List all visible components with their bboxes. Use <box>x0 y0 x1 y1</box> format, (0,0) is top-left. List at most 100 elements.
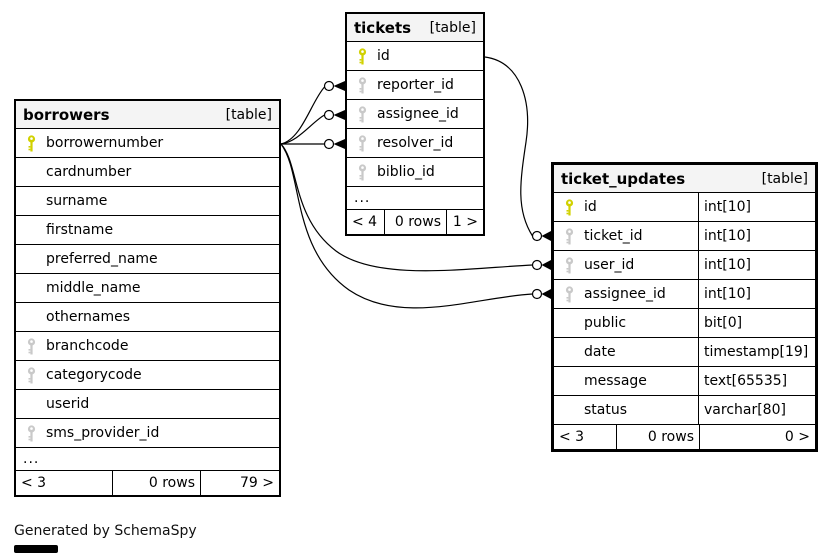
column-name: resolver_id <box>377 135 454 151</box>
row-tickets-biblio-id: biblio_id <box>347 158 483 187</box>
row-borrowers-sms-provider-id: sms_provider_id <box>16 419 279 448</box>
row-borrowers-borrowernumber: borrowernumber <box>16 129 279 158</box>
row-borrowers-categorycode: categorycode <box>16 361 279 390</box>
row-tickets-reporter-id: reporter_id <box>347 71 483 100</box>
table-footer: < 3 0 rows 79 > <box>16 471 279 495</box>
column-name: ticket_id <box>584 228 643 244</box>
table-borrowers: borrowers [table] borrowernumber cardnum… <box>14 99 281 497</box>
column-name: cardnumber <box>46 164 132 180</box>
table-name: borrowers <box>23 105 110 124</box>
row-ticket-updates-assignee-id: assignee_id int[10] <box>554 280 815 309</box>
more-columns-ellipsis: ... <box>16 448 279 471</box>
row-borrowers-branchcode: branchcode <box>16 332 279 361</box>
column-type: timestamp[19] <box>698 338 815 366</box>
foreign-key-icon <box>554 227 584 245</box>
row-borrowers-userid: userid <box>16 390 279 419</box>
column-name: preferred_name <box>46 251 158 267</box>
table-tickets: tickets [table] id reporter_id assignee_… <box>345 12 485 236</box>
primary-key-icon <box>16 134 46 152</box>
footer-related-count: < 3 <box>554 425 617 449</box>
table-badge: [table] <box>225 106 272 123</box>
cardinality-circle-icon <box>323 80 335 92</box>
column-type: varchar[80] <box>698 396 815 424</box>
cardinality-circle-icon <box>323 109 335 121</box>
column-name: userid <box>46 396 90 412</box>
arrowhead-icon <box>541 289 551 299</box>
arrowhead-icon <box>333 110 345 120</box>
column-name: assignee_id <box>584 286 666 302</box>
table-badge: [table] <box>761 170 808 187</box>
column-name: firstname <box>46 222 114 238</box>
row-borrowers-cardnumber: cardnumber <box>16 158 279 187</box>
column-name: id <box>584 199 597 215</box>
footer-row-count: 0 rows <box>113 471 201 495</box>
foreign-key-icon <box>347 76 377 94</box>
column-name: date <box>584 344 616 360</box>
row-ticket-updates-public: public bit[0] <box>554 309 815 338</box>
column-name: borrowernumber <box>46 135 164 151</box>
table-header-tickets[interactable]: tickets [table] <box>347 14 483 42</box>
row-ticket-updates-date: date timestamp[19] <box>554 338 815 367</box>
row-borrowers-surname: surname <box>16 187 279 216</box>
column-name: assignee_id <box>377 106 459 122</box>
relation-borrowernumber-to-assignee-id-tickets <box>280 109 345 145</box>
cardinality-circle-icon <box>531 259 543 271</box>
relation-line <box>484 56 534 237</box>
row-borrowers-firstname: firstname <box>16 216 279 245</box>
column-name: surname <box>46 193 108 209</box>
row-borrowers-middle-name: middle_name <box>16 274 279 303</box>
footer-children-count: 0 > <box>784 429 810 445</box>
column-name: public <box>584 315 627 331</box>
row-ticket-updates-status: status varchar[80] <box>554 396 815 425</box>
relation-tickets-id-to-ticket-id <box>484 56 551 242</box>
column-name: middle_name <box>46 280 141 296</box>
primary-key-icon <box>554 198 584 216</box>
row-borrowers-preferred-name: preferred_name <box>16 245 279 274</box>
footer-related-count: < 4 <box>347 210 385 234</box>
row-tickets-id: id <box>347 42 483 71</box>
foreign-key-icon <box>16 424 46 442</box>
column-type: int[10] <box>698 222 815 250</box>
foreign-key-icon <box>16 337 46 355</box>
column-name: id <box>377 48 390 64</box>
footer-row-count: 0 rows <box>385 210 447 234</box>
row-ticket-updates-ticket-id: ticket_id int[10] <box>554 222 815 251</box>
column-name: categorycode <box>46 367 142 383</box>
column-type: int[10] <box>698 193 815 221</box>
table-header-ticket-updates[interactable]: ticket_updates [table] <box>554 165 815 193</box>
primary-key-icon <box>347 47 377 65</box>
foreign-key-icon <box>554 285 584 303</box>
table-header-borrowers[interactable]: borrowers [table] <box>16 101 279 129</box>
arrowhead-icon <box>541 260 551 270</box>
column-type: text[65535] <box>698 367 815 395</box>
arrowhead-icon <box>333 81 345 91</box>
relation-borrowernumber-to-reporter-id <box>280 80 345 145</box>
column-name: user_id <box>584 257 635 273</box>
footer-children-count: 79 > <box>240 475 274 491</box>
column-name: branchcode <box>46 338 129 354</box>
bottom-left-black-bar <box>14 545 58 553</box>
row-ticket-updates-message: message text[65535] <box>554 367 815 396</box>
column-name: othernames <box>46 309 131 325</box>
row-tickets-resolver-id: resolver_id <box>347 129 483 158</box>
footer-related-count: < 3 <box>16 471 113 495</box>
footer-row-count: 0 rows <box>617 425 700 449</box>
foreign-key-icon <box>16 366 46 384</box>
table-badge: [table] <box>429 19 476 36</box>
row-ticket-updates-id: id int[10] <box>554 193 815 222</box>
cardinality-circle-icon <box>531 288 543 300</box>
foreign-key-icon <box>347 134 377 152</box>
cardinality-circle-icon <box>531 230 543 242</box>
row-ticket-updates-user-id: user_id int[10] <box>554 251 815 280</box>
arrowhead-icon <box>333 139 345 149</box>
column-name: reporter_id <box>377 77 454 93</box>
more-columns-ellipsis: ... <box>347 187 483 210</box>
footer-children-count: 1 > <box>452 214 478 230</box>
column-name: biblio_id <box>377 164 435 180</box>
table-ticket-updates: ticket_updates [table] id int[10] ticket… <box>551 162 818 452</box>
relation-line <box>280 114 325 145</box>
column-name: message <box>584 373 647 389</box>
column-type: bit[0] <box>698 309 815 337</box>
column-name: status <box>584 402 628 418</box>
